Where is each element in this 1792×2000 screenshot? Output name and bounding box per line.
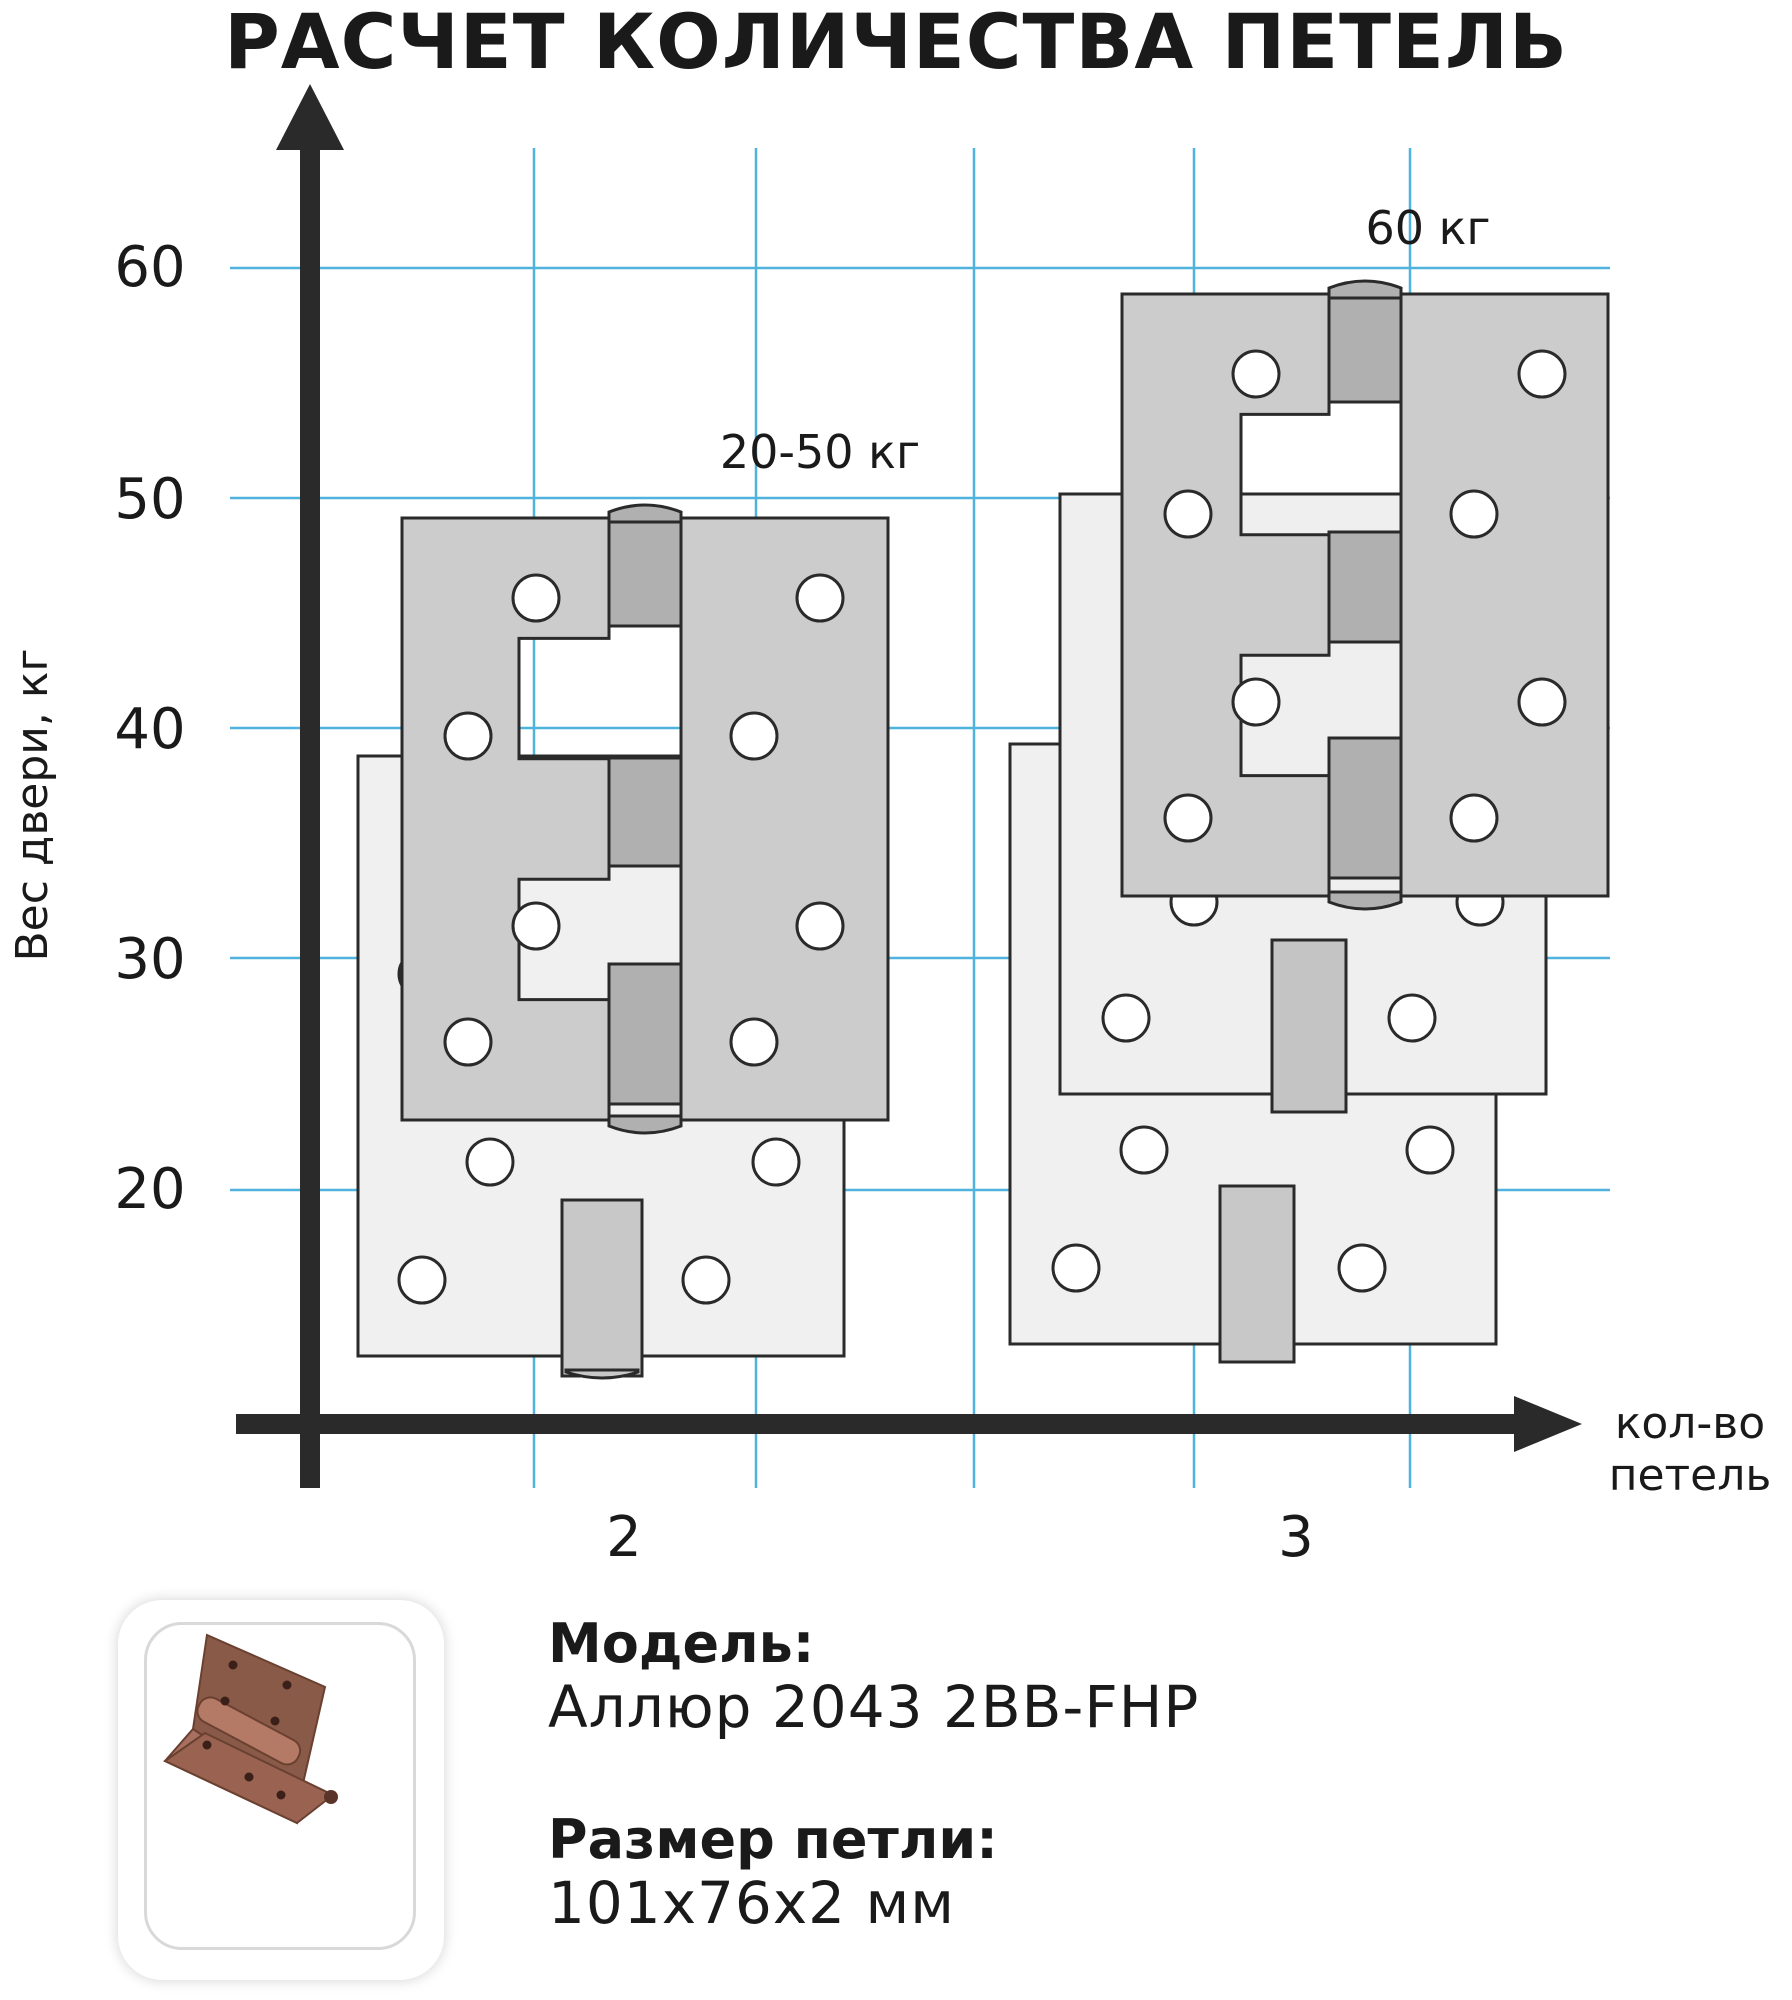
three-hinges-front <box>1120 279 1610 911</box>
screw-hole <box>511 901 561 951</box>
screw-hole <box>443 711 493 761</box>
y-axis-arrow <box>276 84 344 150</box>
y-axis-line <box>300 140 320 1488</box>
hinge-photo-hole <box>220 1696 230 1706</box>
screw-hole <box>1337 1243 1387 1293</box>
screw-hole <box>729 711 779 761</box>
y-tick-30: 30 <box>114 927 185 992</box>
hinge-photo-hole <box>228 1660 238 1670</box>
size-value: 101х76х2 мм <box>548 1869 956 1937</box>
x-tick-2: 2 <box>606 1505 642 1570</box>
model-label: Модель: <box>548 1612 815 1675</box>
x-axis-arrow <box>1514 1396 1582 1452</box>
y-tick-60: 60 <box>114 235 185 300</box>
screw-hole <box>1163 489 1213 539</box>
weight-label-two-hinges: 20-50 кг <box>720 425 920 479</box>
axes <box>236 84 1582 1488</box>
hinge-pin-bottom <box>607 1114 683 1135</box>
model-info: Модель: Аллюр 2043 2BB-FHP <box>548 1612 1200 1741</box>
hinge-knuckle <box>607 756 683 868</box>
page-title: РАСЧЕТ КОЛИЧЕСТВА ПЕТЕЛЬ <box>224 0 1568 86</box>
hinge-left-leaf <box>400 516 611 1122</box>
hinge-photo-hole <box>202 1740 212 1750</box>
hinge-knuckle <box>1270 938 1348 1114</box>
screw-hole <box>729 1017 779 1067</box>
two-hinges-front <box>400 503 890 1135</box>
screw-hole <box>751 1137 801 1187</box>
screw-hole <box>1051 1243 1101 1293</box>
product-thumbnail-frame <box>144 1622 416 1950</box>
hinge-pin-top <box>1327 279 1403 300</box>
copper-door-hinge-photo-icon <box>163 1633 338 1825</box>
screw-hole <box>443 1017 493 1067</box>
screw-hole <box>1101 993 1151 1043</box>
screw-hole <box>1405 1125 1455 1175</box>
hinge-knuckle <box>1218 1184 1296 1364</box>
screw-hole <box>465 1137 515 1187</box>
model-value: Аллюр 2043 2BB-FHP <box>548 1673 1200 1741</box>
hinge-left-leaf <box>1120 292 1331 898</box>
hinge-photo-pin <box>324 1790 338 1804</box>
screw-hole <box>1231 349 1281 399</box>
screw-hole <box>795 901 845 951</box>
hinge-illustrations <box>356 279 1610 1380</box>
hinge-photo-hole <box>276 1790 286 1800</box>
hinge-knuckle <box>1327 530 1403 644</box>
screw-hole <box>795 573 845 623</box>
hinge-knuckle <box>607 516 683 628</box>
screw-hole <box>511 573 561 623</box>
x-axis-label-line2: петель <box>1609 1450 1772 1501</box>
hinge-knuckle <box>1327 292 1403 404</box>
size-label: Размер петли: <box>548 1808 998 1871</box>
hinge-pin-top <box>607 503 683 524</box>
screw-hole <box>1119 1125 1169 1175</box>
hinge-photo-hole <box>282 1680 292 1690</box>
x-axis-line <box>236 1414 1556 1434</box>
hinge-photo-knuckle <box>196 1696 302 1766</box>
x-tick-3: 3 <box>1278 1505 1314 1570</box>
hinge-pin-bottom <box>564 1368 640 1380</box>
screw-hole <box>1387 993 1437 1043</box>
screw-hole <box>1449 489 1499 539</box>
y-tick-40: 40 <box>114 697 185 762</box>
size-info: Размер петли: 101х76х2 мм <box>548 1808 998 1937</box>
screw-hole <box>1231 677 1281 727</box>
hinge-right-leaf <box>679 516 890 1122</box>
weight-label-three-hinges: 60 кг <box>1365 201 1490 255</box>
axis-labels: 60 50 40 30 20 Вес двери, кг кол-во пете… <box>7 201 1771 1570</box>
hinge-pin-bottom <box>1327 890 1403 911</box>
hinge-photo-hole <box>244 1772 254 1782</box>
product-thumbnail-card <box>118 1600 444 1980</box>
hinge-right-leaf <box>1399 292 1610 898</box>
screw-hole <box>1449 793 1499 843</box>
y-tick-20: 20 <box>114 1157 185 1222</box>
y-axis-label: Вес двери, кг <box>7 648 58 961</box>
hinge-knuckle <box>607 962 683 1106</box>
screw-hole <box>1517 349 1567 399</box>
screw-hole <box>397 1255 447 1305</box>
hinge-knuckle <box>560 1198 644 1378</box>
screw-hole <box>681 1255 731 1305</box>
screw-hole <box>1163 793 1213 843</box>
hinge-photo-hole <box>270 1716 280 1726</box>
x-axis-label-line1: кол-во <box>1615 1398 1765 1449</box>
y-tick-50: 50 <box>114 467 185 532</box>
screw-hole <box>1517 677 1567 727</box>
hinge-knuckle <box>1327 736 1403 880</box>
